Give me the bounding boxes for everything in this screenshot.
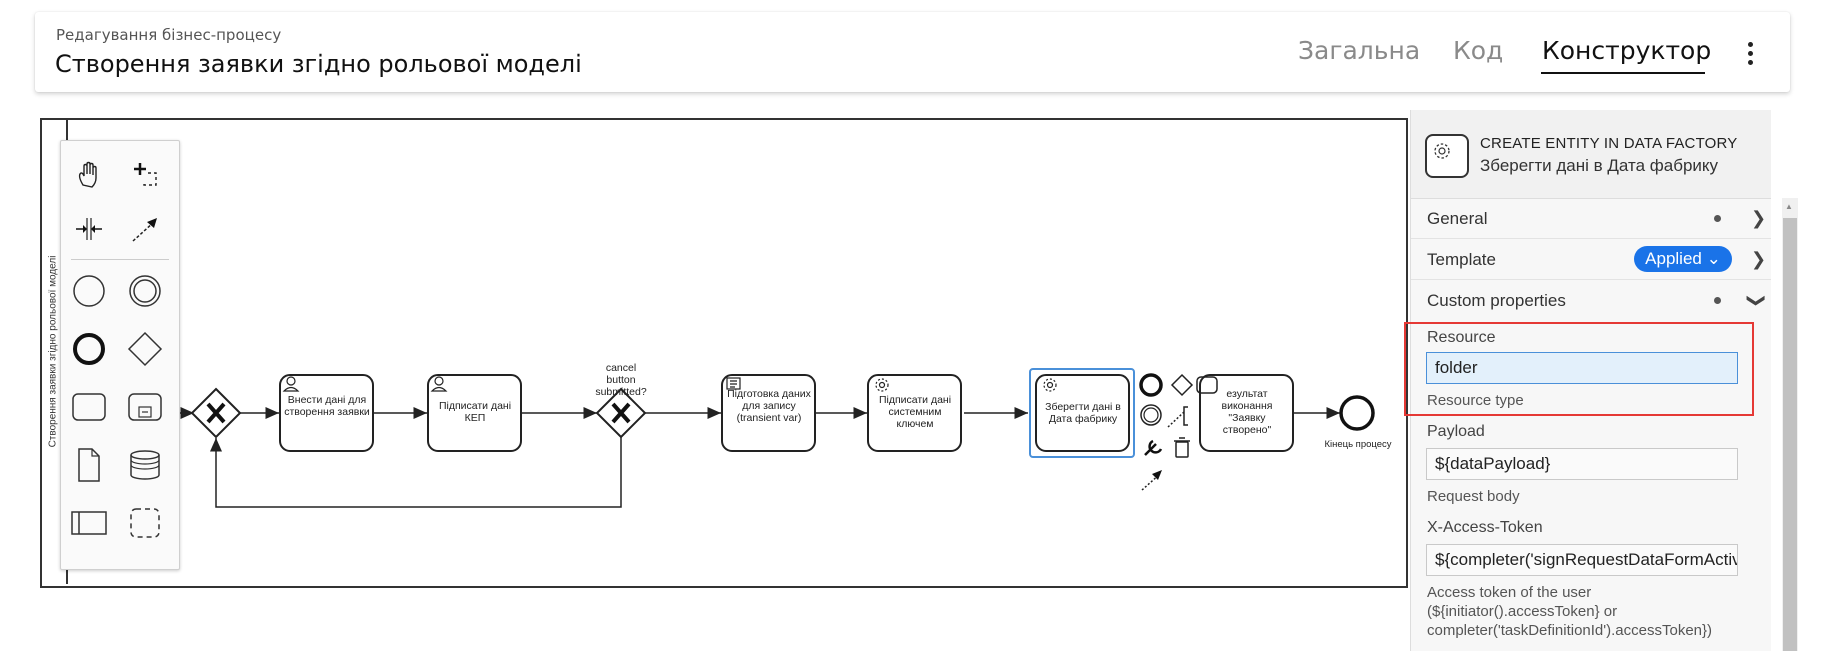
text-annotation-connect-icon bbox=[1167, 411, 1185, 428]
section-custom-label: Custom properties bbox=[1427, 291, 1566, 310]
section-general-label: General bbox=[1427, 209, 1488, 228]
status-dot bbox=[1714, 297, 1721, 304]
resource-description: Resource type bbox=[1427, 392, 1524, 409]
task-icon[interactable] bbox=[67, 385, 111, 429]
payload-description: Request body bbox=[1427, 488, 1520, 505]
active-tab-indicator bbox=[1541, 72, 1705, 74]
wrench-icon bbox=[1144, 439, 1163, 456]
more-menu-icon[interactable] bbox=[1738, 38, 1762, 68]
token-input[interactable]: ${completer('signRequestDataFormActivity… bbox=[1426, 544, 1738, 576]
start-event-icon[interactable] bbox=[67, 269, 111, 313]
status-dot bbox=[1714, 215, 1721, 222]
subprocess-icon[interactable] bbox=[123, 385, 167, 429]
properties-header: CREATE ENTITY IN DATA FACTORY Зберегти д… bbox=[1411, 110, 1771, 199]
trash-icon bbox=[1175, 441, 1189, 458]
pool-icon[interactable] bbox=[67, 501, 111, 545]
highlight-box bbox=[1404, 322, 1754, 416]
task-label: Підписати дані КЕП bbox=[438, 400, 512, 424]
service-task[interactable] bbox=[867, 374, 962, 452]
bpmn-canvas[interactable] bbox=[40, 118, 1408, 588]
user-task[interactable] bbox=[279, 374, 374, 452]
token-description-line: completer('taskDefinitionId').accessToke… bbox=[1427, 622, 1713, 639]
loop-flow[interactable] bbox=[210, 436, 622, 508]
section-template-label: Template bbox=[1427, 250, 1496, 269]
tab-general[interactable]: Загальна bbox=[1298, 36, 1421, 65]
tab-code[interactable]: Код bbox=[1453, 36, 1504, 65]
resource-input[interactable]: folder bbox=[1426, 352, 1738, 384]
intermediate-event-icon[interactable] bbox=[123, 269, 167, 313]
service-task-selected[interactable] bbox=[1035, 374, 1130, 452]
task-label: Зберегти дані в Дата фабрику bbox=[1045, 401, 1121, 425]
append-end-event-icon bbox=[1139, 373, 1163, 397]
gateway-label: cancel button submitted? bbox=[595, 362, 647, 398]
process-header: Редагування бізнес-процесу Створення зая… bbox=[35, 12, 1790, 92]
end-event[interactable] bbox=[1339, 395, 1375, 431]
tab-constructor[interactable]: Конструктор bbox=[1542, 36, 1712, 65]
task-label: Підписати дані системним ключем bbox=[878, 394, 952, 430]
token-description-line: (${initiator().accessToken} or bbox=[1427, 603, 1618, 620]
properties-panel: CREATE ENTITY IN DATA FACTORY Зберегти д… bbox=[1410, 110, 1771, 651]
append-intermediate-event-icon bbox=[1140, 404, 1162, 426]
lasso-tool-icon[interactable] bbox=[123, 153, 167, 197]
append-task-icon bbox=[1196, 376, 1218, 394]
scrollbar-thumb[interactable] bbox=[1783, 218, 1797, 651]
chevron-right-icon[interactable]: ❯ bbox=[1751, 208, 1767, 228]
hand-tool-icon[interactable] bbox=[67, 153, 111, 197]
append-gateway-icon bbox=[1170, 373, 1194, 397]
exclusive-gateway[interactable] bbox=[190, 387, 242, 439]
user-task[interactable] bbox=[427, 374, 522, 452]
task[interactable] bbox=[1199, 374, 1294, 452]
resource-label: Resource bbox=[1427, 329, 1496, 346]
space-tool-icon[interactable] bbox=[67, 207, 111, 251]
bpmn-diagram bbox=[178, 368, 1375, 508]
script-task[interactable] bbox=[721, 374, 816, 452]
end-event-icon[interactable] bbox=[67, 327, 111, 371]
end-event-label: Кінець процесу bbox=[1324, 439, 1392, 450]
context-pad[interactable] bbox=[1139, 373, 1218, 491]
chevron-down-icon[interactable]: ❯ bbox=[1747, 292, 1768, 309]
task-label: езультат виконання "Заявку створено" bbox=[1221, 388, 1273, 436]
data-store-icon[interactable] bbox=[123, 443, 167, 487]
page-subtitle: Редагування бізнес-процесу bbox=[56, 26, 282, 44]
scroll-up-icon[interactable]: ▲ bbox=[1785, 202, 1793, 211]
global-connect-tool-icon[interactable] bbox=[123, 207, 167, 251]
section-template[interactable]: Template Applied ⌄ ❯ bbox=[1411, 239, 1771, 280]
token-description-line: Access token of the user bbox=[1427, 584, 1592, 601]
service-task-icon bbox=[1425, 134, 1469, 178]
data-object-icon[interactable] bbox=[67, 443, 111, 487]
task-label: Внести дані для створення заявки bbox=[284, 394, 370, 418]
token-label: X-Access-Token bbox=[1427, 519, 1543, 536]
applied-badge[interactable]: Applied ⌄ bbox=[1634, 246, 1732, 272]
element-name: Зберегти дані в Дата фабрику bbox=[1480, 156, 1719, 175]
exclusive-gateway[interactable] bbox=[595, 387, 647, 439]
page-title: Створення заявки згідно рольової моделі bbox=[55, 50, 582, 78]
section-custom-properties[interactable]: Custom properties ❯ bbox=[1411, 280, 1771, 320]
gateway-icon[interactable] bbox=[123, 327, 167, 371]
group-icon[interactable] bbox=[123, 501, 167, 545]
element-type: CREATE ENTITY IN DATA FACTORY bbox=[1480, 135, 1738, 152]
chevron-right-icon[interactable]: ❯ bbox=[1751, 249, 1767, 269]
payload-label: Payload bbox=[1427, 423, 1485, 440]
task-label: Підготовка даних для запису (transient v… bbox=[727, 388, 811, 424]
payload-input[interactable]: ${dataPayload} bbox=[1426, 448, 1738, 480]
section-general[interactable]: General ❯ bbox=[1411, 198, 1771, 239]
tool-palette bbox=[60, 140, 180, 570]
